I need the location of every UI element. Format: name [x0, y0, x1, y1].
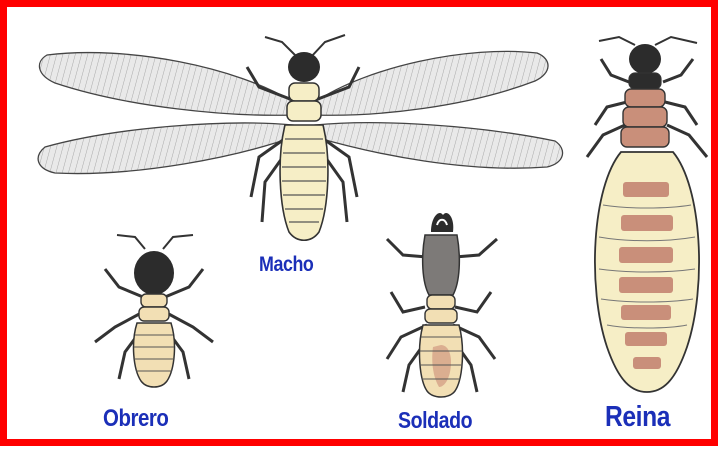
macho-abdomen — [280, 125, 328, 240]
termite-castes-illustration — [7, 7, 718, 453]
soldado-termite — [387, 213, 497, 397]
label-macho: Macho — [259, 253, 313, 277]
reina-termite — [587, 37, 707, 392]
label-obrero: Obrero — [103, 405, 168, 433]
label-reina: Reina — [605, 401, 670, 434]
soldado-head — [423, 235, 460, 295]
label-soldado: Soldado — [398, 407, 472, 434]
reina-head — [629, 44, 661, 74]
macho-termite — [38, 35, 562, 240]
obrero-abdomen — [134, 323, 175, 387]
macho-head — [288, 52, 320, 82]
obrero-termite — [95, 235, 213, 387]
obrero-head — [134, 251, 174, 295]
